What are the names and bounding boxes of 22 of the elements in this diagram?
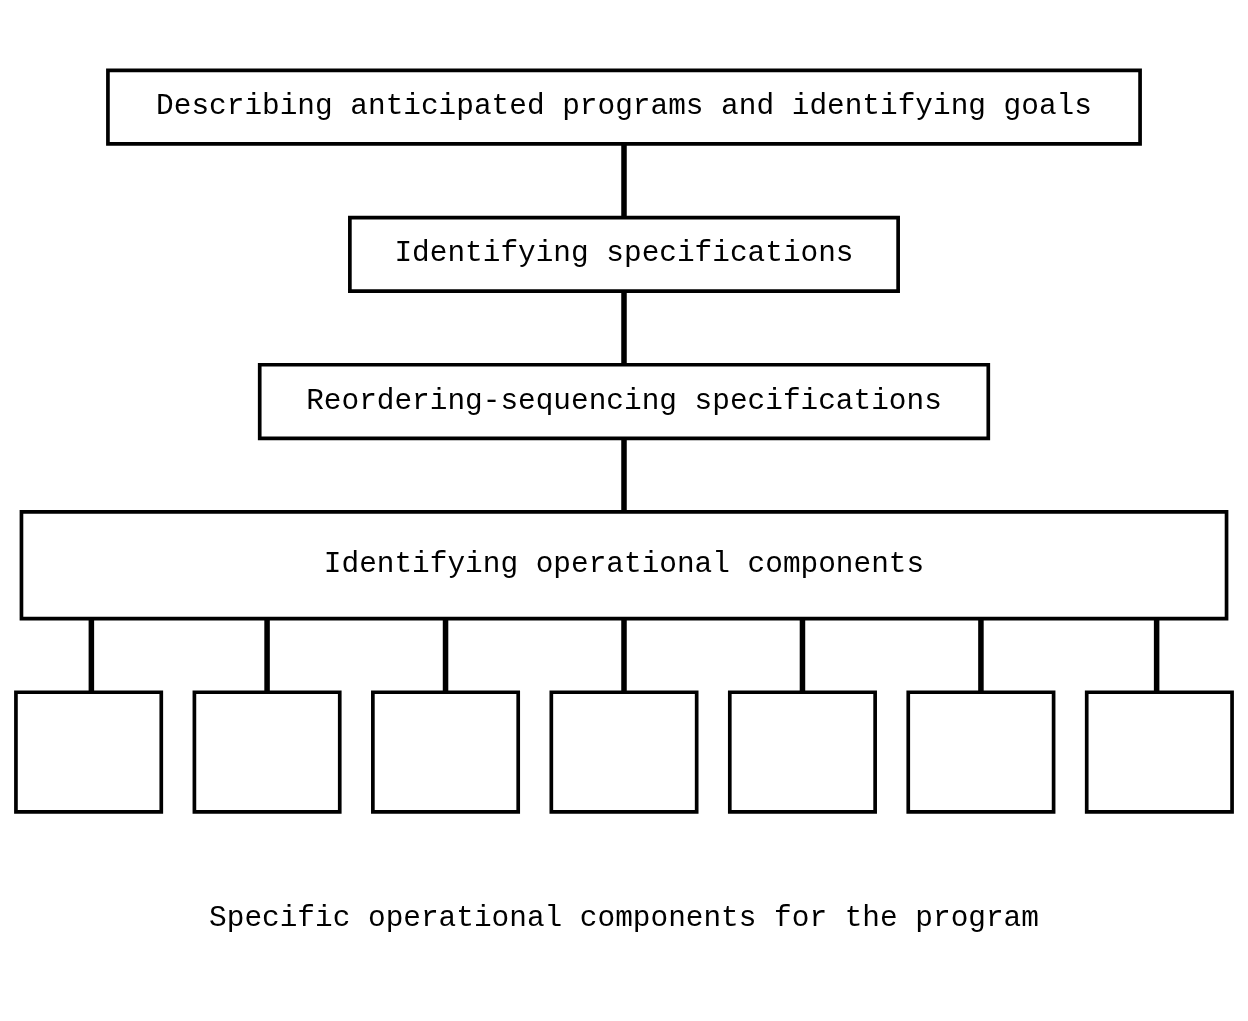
connector (621, 291, 627, 364)
connector (621, 143, 627, 217)
node-box: Identifying operational components (19, 509, 1229, 620)
node-box (14, 689, 164, 814)
connector (264, 618, 270, 692)
node-box (1084, 689, 1234, 814)
label: Specific operational components for the program (209, 900, 1039, 935)
node-box: Reordering-sequencing specifications (257, 362, 991, 440)
connector (621, 618, 627, 692)
connector (442, 618, 449, 692)
node-box (727, 689, 877, 814)
node-box (549, 689, 699, 814)
node-box (371, 689, 521, 814)
connector (978, 618, 984, 692)
node-box (906, 689, 1056, 814)
connector (88, 618, 95, 692)
connector (1153, 618, 1160, 692)
connector (799, 618, 806, 692)
connector (621, 438, 627, 511)
node-box: Identifying specifications (348, 215, 900, 293)
node-box: Describing anticipated programs and identifying goals (106, 68, 1142, 146)
node-box (192, 689, 342, 814)
